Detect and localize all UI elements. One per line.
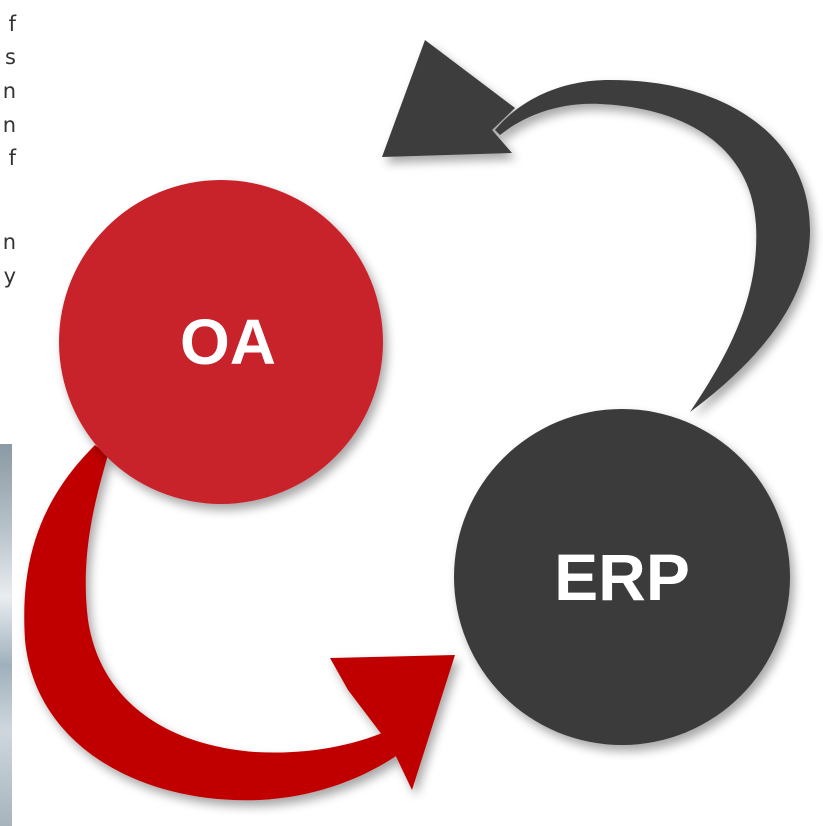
arrow-erp-to-oa	[382, 40, 810, 412]
arrow-oa-to-erp-head	[330, 655, 455, 790]
node-erp: ERP	[454, 409, 790, 745]
node-oa: OA	[59, 180, 383, 504]
arrow-erp-to-oa-body	[495, 80, 810, 412]
text-fragment-char: f	[8, 12, 16, 36]
arrow-oa-to-erp	[24, 445, 455, 801]
text-fragment-char: y	[3, 264, 16, 288]
node-oa-circle	[59, 180, 383, 504]
text-fragment-char: n	[2, 113, 16, 137]
node-oa-label: OA	[180, 306, 276, 378]
node-erp-label: ERP	[554, 540, 690, 614]
cropped-photo-strip	[0, 444, 12, 826]
node-erp-circle	[454, 409, 790, 745]
text-fragment-char: s	[5, 45, 16, 69]
text-fragment-char: n	[2, 230, 16, 254]
text-fragment-char: n	[2, 79, 16, 103]
text-fragment-char: f	[8, 146, 16, 170]
arrow-erp-to-oa-head	[382, 40, 515, 157]
arrow-oa-to-erp-body	[24, 445, 416, 801]
